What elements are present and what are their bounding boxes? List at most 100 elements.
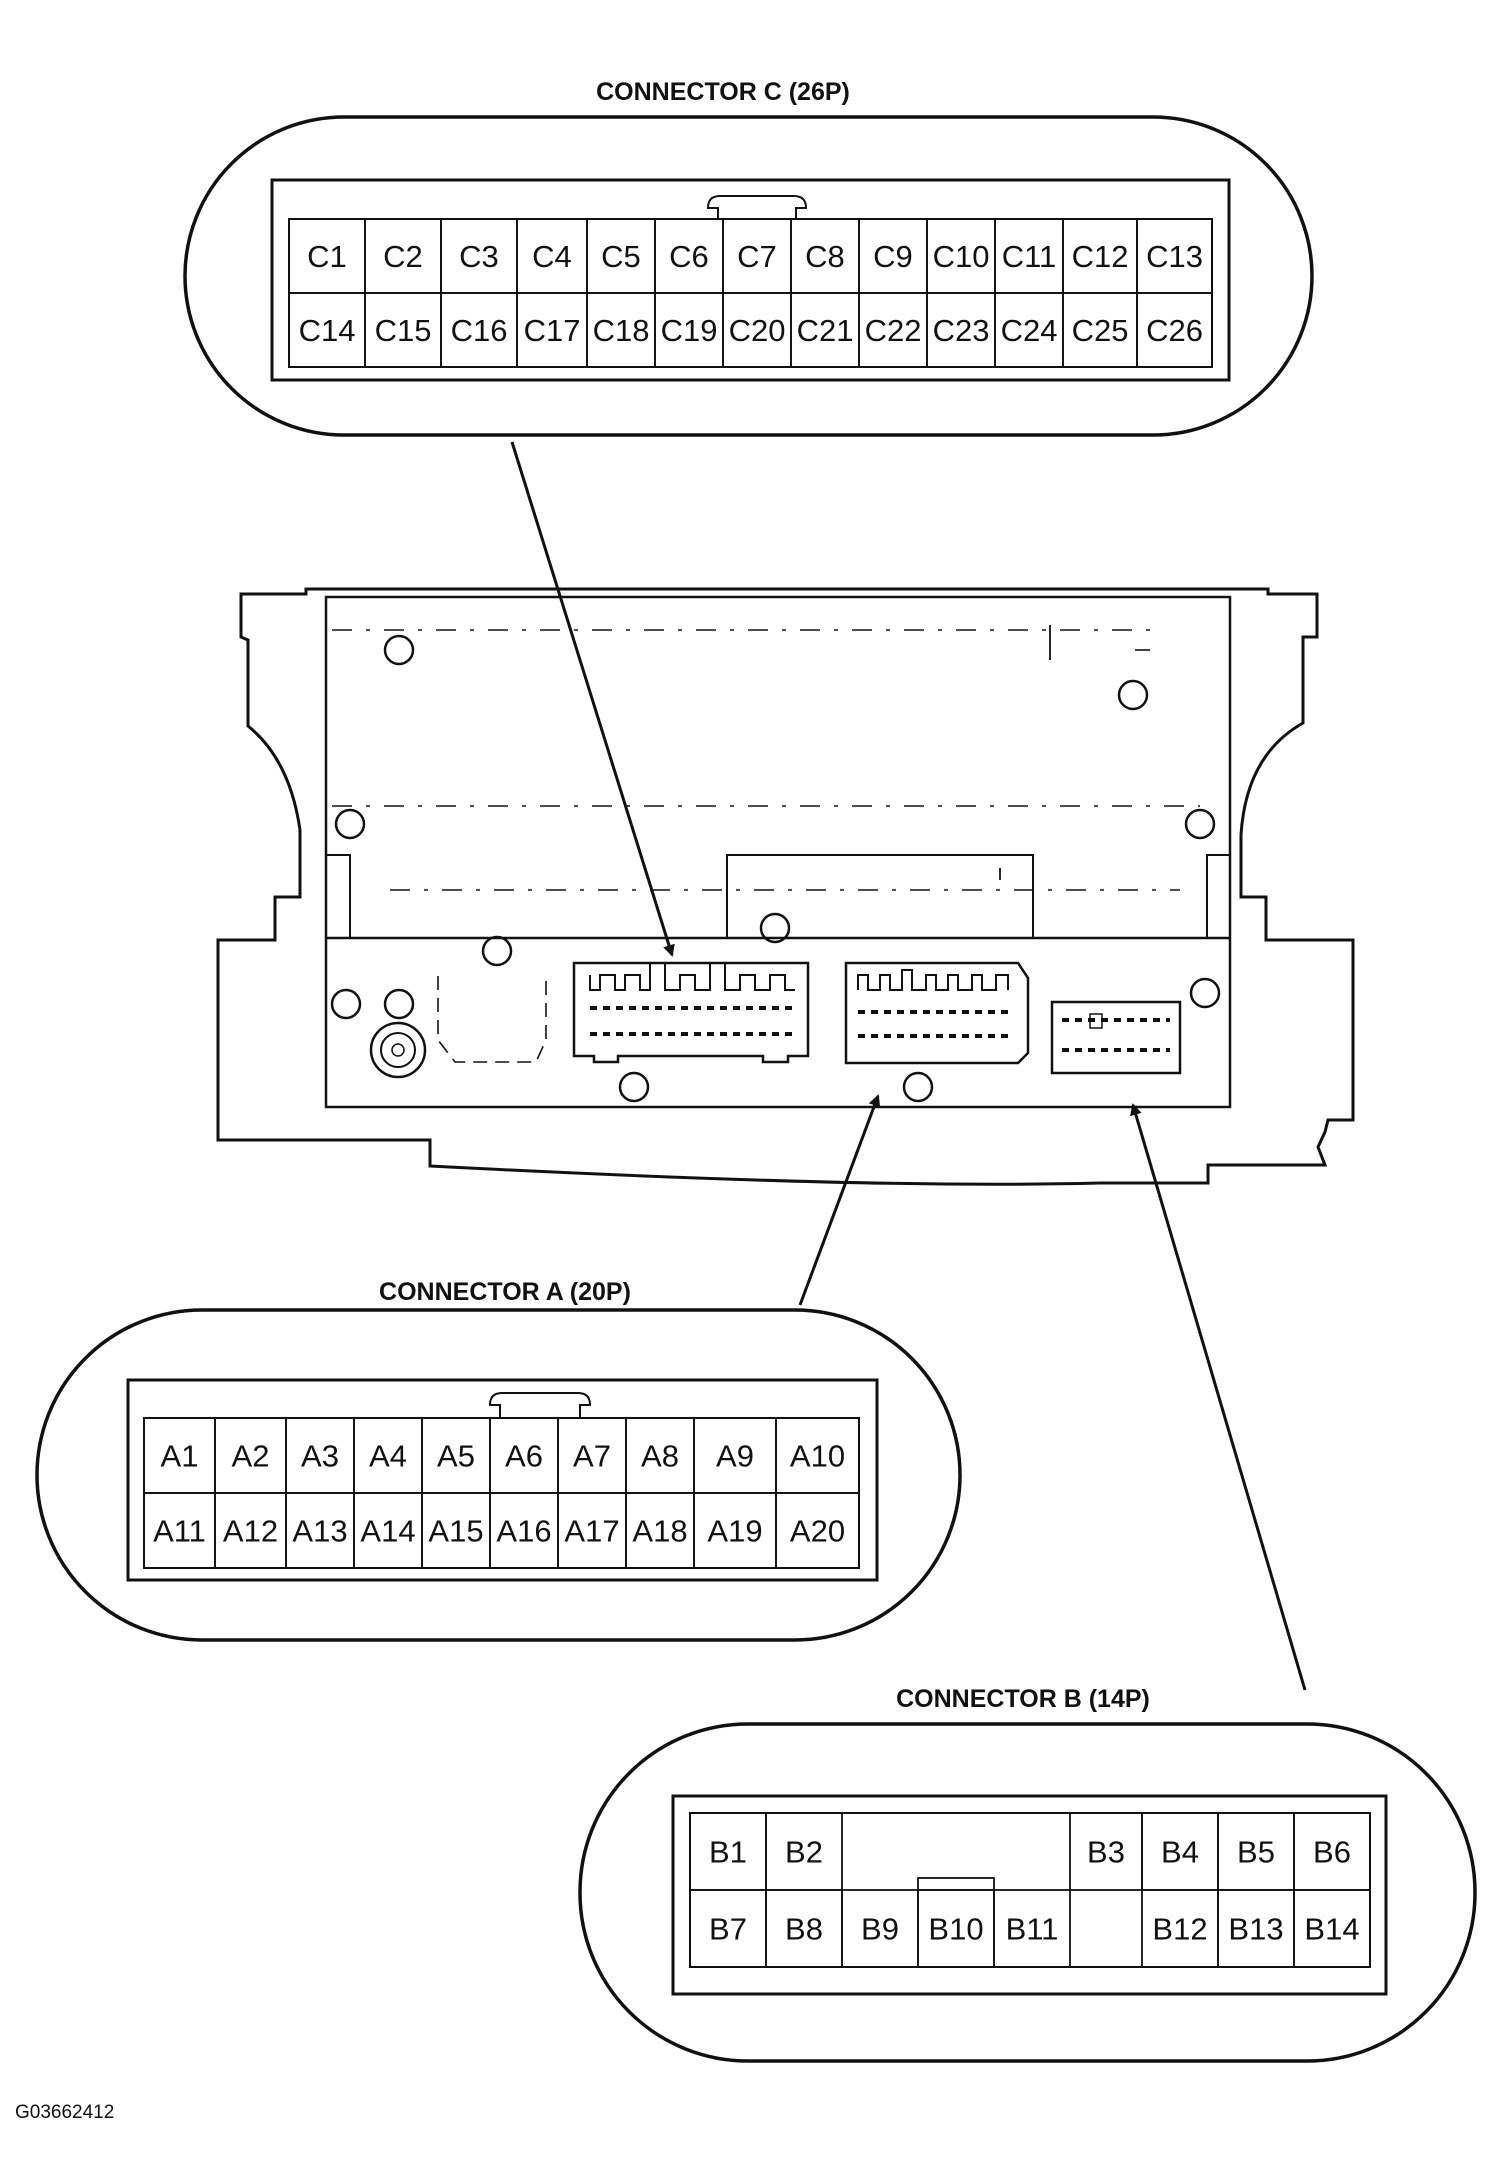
head-unit-outline <box>216 587 1355 1186</box>
pin-label-c3: C3 <box>459 239 499 274</box>
connector-c-pointer-arrow <box>510 441 675 957</box>
pin-label-c20: C20 <box>729 313 786 348</box>
pin-label-b7: B7 <box>709 1912 747 1947</box>
pin-label-b4: B4 <box>1161 1835 1199 1870</box>
pin-label-a3: A3 <box>301 1439 339 1474</box>
pin-label-c22: C22 <box>865 313 922 348</box>
pin-label-a17: A17 <box>564 1514 619 1549</box>
mounting-hole <box>618 1071 650 1103</box>
connector-c-outline <box>183 115 1314 437</box>
connector-a-housing <box>126 1378 879 1582</box>
pin-label-a20: A20 <box>790 1514 845 1549</box>
pin-label-a16: A16 <box>496 1514 551 1549</box>
mounting-hole <box>1117 679 1149 711</box>
pin-label-b6: B6 <box>1313 1835 1351 1870</box>
pin-label-b8: B8 <box>785 1912 823 1947</box>
unit-connector-b <box>1050 1000 1182 1075</box>
connector-a-outline <box>35 1308 962 1642</box>
pin-label-b14: B14 <box>1304 1912 1359 1947</box>
head-unit-rear-view <box>216 587 1355 1186</box>
pin-label-c15: C15 <box>375 313 432 348</box>
pin-label-a13: A13 <box>292 1514 347 1549</box>
mounting-hole <box>383 988 415 1020</box>
mounting-hole <box>1189 977 1221 1009</box>
pin-label-c11: C11 <box>1002 239 1057 274</box>
head-unit-back-plate <box>324 595 1232 1109</box>
connector-b-key-tab <box>917 1877 995 1891</box>
pin-label-a7: A7 <box>573 1439 611 1474</box>
pin-label-a10: A10 <box>790 1439 845 1474</box>
pin-label-a11: A11 <box>153 1514 206 1549</box>
pin-label-b5: B5 <box>1237 1835 1275 1870</box>
pin-cell <box>775 1492 860 1569</box>
figure-code: G03662412 <box>15 2102 114 2123</box>
pin-label-c21: C21 <box>797 313 854 348</box>
pin-label-c1: C1 <box>307 239 347 274</box>
pin-label-b3: B3 <box>1087 1835 1125 1870</box>
pin-label-a12: A12 <box>223 1514 278 1549</box>
connector-a-latch <box>488 1392 592 1419</box>
center-recess <box>726 854 1034 938</box>
antenna-jack <box>369 1021 427 1079</box>
pin-label-b10: B10 <box>928 1912 983 1947</box>
pin-label-b1: B1 <box>709 1835 747 1870</box>
left-step <box>326 854 351 938</box>
connector-c-housing <box>270 178 1231 382</box>
pin-label-a1: A1 <box>161 1439 199 1474</box>
pin-label-b11: B11 <box>1006 1912 1059 1947</box>
pin-label-c2: C2 <box>383 239 423 274</box>
pin-label-a14: A14 <box>360 1514 415 1549</box>
hidden-socket-outline <box>437 976 547 1063</box>
pin-label-c4: C4 <box>532 239 572 274</box>
pin-label-c5: C5 <box>601 239 641 274</box>
pin-label-c14: C14 <box>299 313 356 348</box>
mounting-hole <box>902 1071 934 1103</box>
pin-label-c8: C8 <box>805 239 845 274</box>
mounting-hole <box>1184 808 1216 840</box>
pin-label-c17: C17 <box>524 313 581 348</box>
mounting-hole <box>481 935 513 967</box>
right-step <box>1206 854 1230 938</box>
connector-c-title: CONNECTOR C (26P) <box>596 78 850 106</box>
connector-b-housing <box>671 1794 1388 1996</box>
pin-label-c13: C13 <box>1146 239 1203 274</box>
mounting-hole <box>383 634 415 666</box>
connector-c-latch <box>706 195 808 220</box>
connector-b-pointer-arrow <box>1130 1103 1307 1691</box>
pin-label-c9: C9 <box>873 239 913 274</box>
pin-label-c26: C26 <box>1146 313 1203 348</box>
pin-label-c7: C7 <box>737 239 777 274</box>
pin-label-a2: A2 <box>232 1439 270 1474</box>
pin-label-b9: B9 <box>861 1912 899 1947</box>
pin-label-b12: B12 <box>1152 1912 1207 1947</box>
mounting-hole <box>334 808 366 840</box>
pin-label-c23: C23 <box>933 313 990 348</box>
pin-cell <box>1136 292 1213 368</box>
connector-b-outline <box>578 1722 1477 2063</box>
pin-label-c24: C24 <box>1001 313 1058 348</box>
pin-label-b2: B2 <box>785 1835 823 1870</box>
unit-connector-a <box>844 961 1030 1065</box>
pin-label-a5: A5 <box>437 1439 475 1474</box>
pin-label-a6: A6 <box>505 1439 543 1474</box>
mounting-hole <box>759 912 791 944</box>
pin-label-c18: C18 <box>593 313 650 348</box>
connector-b-title: CONNECTOR B (14P) <box>896 1685 1150 1713</box>
pin-label-a9: A9 <box>716 1439 754 1474</box>
pin-label-c6: C6 <box>669 239 709 274</box>
pin-cell <box>1293 1889 1371 1968</box>
connector-a-title: CONNECTOR A (20P) <box>379 1278 631 1306</box>
pin-label-c19: C19 <box>661 313 718 348</box>
pin-label-b13: B13 <box>1228 1912 1283 1947</box>
pin-label-c10: C10 <box>933 239 990 274</box>
pin-label-c25: C25 <box>1072 313 1129 348</box>
pin-label-c12: C12 <box>1072 239 1129 274</box>
pin-label-a4: A4 <box>369 1439 407 1474</box>
